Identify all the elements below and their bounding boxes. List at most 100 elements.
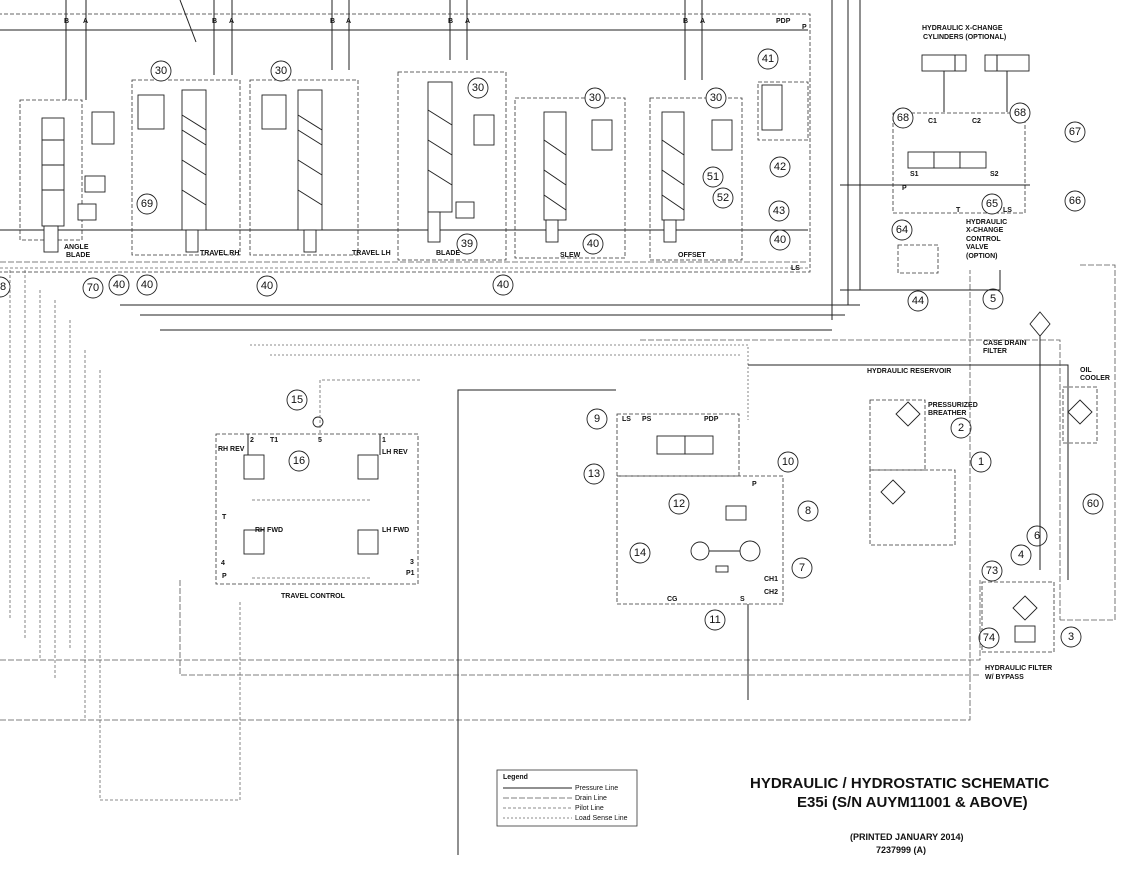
callout-41: 41	[762, 53, 774, 65]
pump-components	[656, 435, 761, 573]
label-xchange-valve-5: (OPTION)	[966, 253, 998, 260]
callout-68: 68	[897, 112, 909, 124]
label-xchange-valve-3: CONTROL	[966, 236, 1001, 243]
port-ls: LS	[791, 265, 800, 272]
label-travel-lh: TRAVEL LH	[352, 250, 391, 257]
valve-section-blade	[397, 71, 507, 261]
xchange-control-valve	[840, 151, 1030, 186]
label-pump-p: P	[752, 481, 757, 488]
callout-circle-60	[1082, 493, 1104, 515]
pressure-gauge-icon	[312, 416, 324, 428]
case-drain-filter	[1029, 311, 1051, 337]
callout-6: 6	[1034, 530, 1040, 542]
filter-bypass-indicator	[1014, 625, 1036, 643]
label-rh-rev: RH REV	[218, 446, 245, 453]
oil-cooler	[1067, 399, 1093, 425]
label-tc-4: 4	[221, 560, 225, 567]
port-b: B	[64, 18, 69, 25]
callout-10: 10	[782, 456, 794, 468]
callout-40: 40	[113, 279, 125, 291]
callout-8: 8	[0, 281, 6, 293]
callout-40: 40	[261, 280, 273, 292]
label-xv-c1: C1	[928, 118, 937, 125]
callout-30: 30	[589, 92, 601, 104]
label-xchange-cyl-2: CYLINDERS (OPTIONAL)	[923, 34, 1006, 41]
callout-12: 12	[673, 498, 685, 510]
label-hyd-filter-2: W/ BYPASS	[985, 674, 1024, 681]
label-travel-control: TRAVEL CONTROL	[281, 593, 346, 600]
label-slew: SLEW	[560, 252, 581, 259]
callout-40: 40	[587, 238, 599, 250]
callout-67: 67	[1069, 126, 1081, 138]
title-line-1: HYDRAULIC / HYDROSTATIC SCHEMATIC	[750, 775, 1049, 792]
callout-68: 68	[1014, 107, 1026, 119]
label-xv-s2: S2	[990, 171, 999, 178]
callout-8: 8	[805, 505, 811, 517]
label-tc-t1: T1	[270, 437, 278, 444]
label-pump-ps: PS	[642, 416, 652, 423]
legend-item-drain: Drain Line	[575, 795, 607, 802]
callout-30: 30	[275, 65, 287, 77]
legend-item-pilot: Pilot Line	[575, 805, 604, 812]
relief-valve-41	[761, 84, 783, 131]
main-control-valve-frame	[0, 13, 811, 273]
label-rh-fwd: RH FWD	[255, 527, 283, 534]
label-oil-cooler-1: OIL	[1080, 367, 1092, 374]
port-a: A	[465, 18, 470, 25]
callout-39: 39	[461, 238, 473, 250]
callout-70: 70	[87, 282, 99, 294]
callout-30: 30	[710, 92, 722, 104]
port-b: B	[448, 18, 453, 25]
label-tc-2: 2	[250, 437, 254, 444]
callout-11: 11	[709, 614, 720, 626]
hydraulic-filter-frame	[981, 581, 1055, 653]
label-pump-pdp: PDP	[704, 416, 719, 423]
travel-control-frame	[215, 433, 419, 585]
callout-9: 9	[594, 413, 600, 425]
label-oil-cooler-2: COOLER	[1080, 375, 1110, 382]
port-pdp: PDP	[776, 18, 791, 25]
legend-item-load-sense: Load Sense Line	[575, 815, 628, 822]
valve-section-angle-blade	[19, 99, 115, 253]
label-hyd-filter-1: HYDRAULIC FILTER	[985, 665, 1052, 672]
label-angle-blade-1: ANGLE	[64, 244, 89, 251]
title-line-2: E35i (S/N AUYM11001 & ABOVE)	[797, 794, 1028, 811]
relief-valve-frame	[757, 81, 809, 141]
callout-69: 69	[141, 198, 153, 210]
port-a: A	[700, 18, 705, 25]
port-b: B	[683, 18, 688, 25]
callout-40: 40	[141, 279, 153, 291]
hydraulic-reservoir-frame	[869, 469, 956, 546]
label-xv-s1: S1	[910, 171, 919, 178]
xchange-cylinders	[921, 54, 1030, 112]
callout-51: 51	[707, 171, 719, 183]
port-b: B	[212, 18, 217, 25]
callout-group-bank	[82, 48, 791, 299]
port-b: B	[330, 18, 335, 25]
callout-circle-15	[286, 389, 308, 411]
valve-section-slew	[514, 97, 626, 259]
label-pump-s: S	[740, 596, 745, 603]
callout-42: 42	[774, 161, 786, 173]
label-breather-2: BREATHER	[928, 410, 966, 417]
callout-13: 13	[588, 468, 600, 480]
label-travel-rh: TRAVEL RH	[200, 250, 239, 257]
label-tc-3: 3	[410, 559, 414, 566]
label-xv-t: T	[956, 207, 961, 214]
callout-30: 30	[472, 82, 484, 94]
label-angle-blade-2: BLADE	[66, 252, 90, 259]
callout-15: 15	[291, 394, 303, 406]
callout-64: 64	[896, 224, 908, 236]
label-pump-ch2: CH2	[764, 589, 778, 596]
label-lh-rev: LH REV	[382, 449, 408, 456]
callout-7: 7	[799, 562, 805, 574]
label-xv-ls: LS	[1003, 207, 1012, 214]
label-pump-ls: LS	[622, 416, 631, 423]
port-lines-top	[65, 0, 861, 320]
label-tc-5: 5	[318, 437, 322, 444]
printed-date: (PRINTED JANUARY 2014)	[850, 832, 964, 842]
routing-lines	[0, 264, 1116, 855]
callout-5: 5	[990, 293, 996, 305]
callout-circle-1	[970, 451, 992, 473]
xchange-control-valve-frame	[892, 112, 1026, 214]
